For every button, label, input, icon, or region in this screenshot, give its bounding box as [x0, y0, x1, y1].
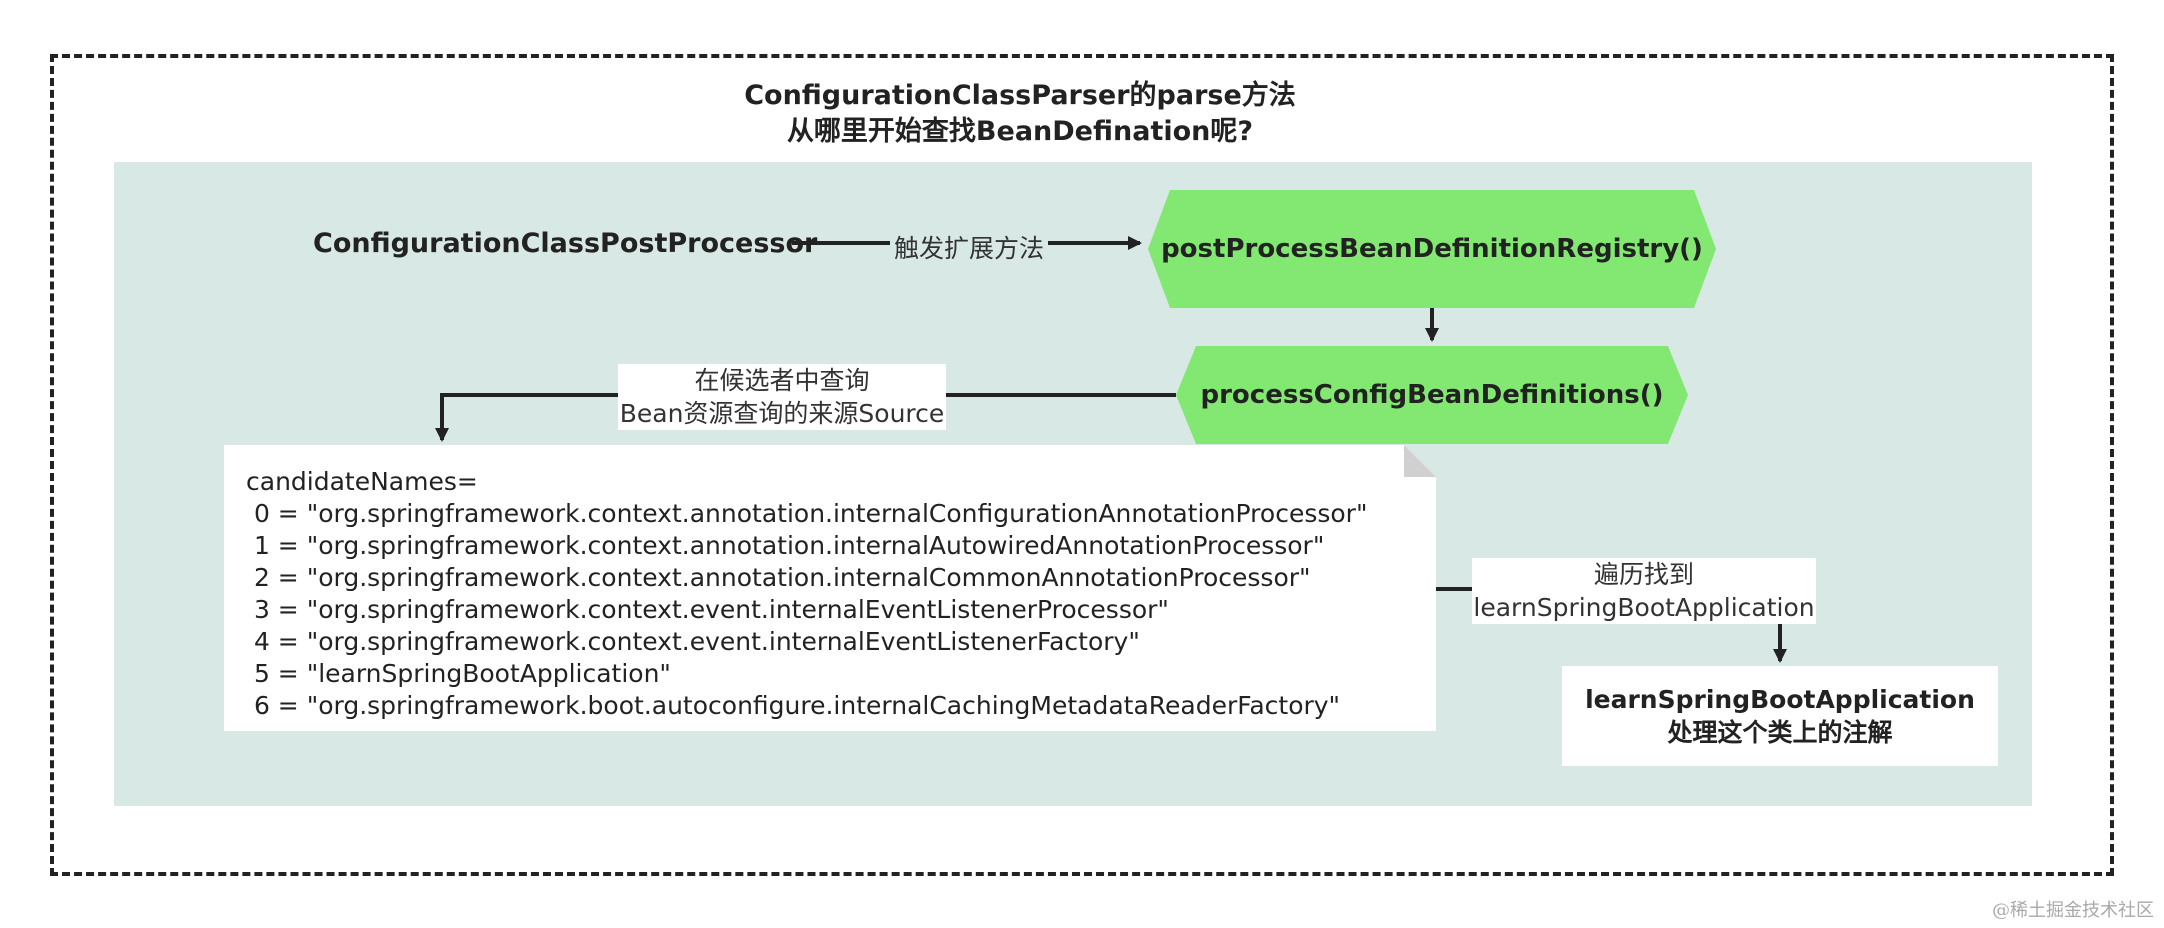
iterate-edge-label-line-2: learnSpringBootApplication — [1473, 593, 1815, 622]
query-edge-label-line-2: Bean资源查询的来源Source — [619, 399, 945, 428]
note-line: 3 = "org.springframework.context.event.i… — [246, 595, 1169, 624]
dashed-frame — [50, 54, 2114, 876]
note-line: 2 = "org.springframework.context.annotat… — [246, 563, 1311, 592]
title-line-1: ConfigurationClassParser的parse方法 — [744, 80, 1296, 111]
query-edge-label: 在候选者中查询 Bean资源查询的来源Source — [618, 364, 946, 430]
note-line: 6 = "org.springframework.boot.autoconfig… — [246, 691, 1341, 720]
note-line: 4 = "org.springframework.context.event.i… — [246, 627, 1140, 656]
result-line-2: 处理这个类上的注解 — [1667, 718, 1893, 747]
note-line: 0 = "org.springframework.context.annotat… — [246, 499, 1368, 528]
result-line-1: learnSpringBootApplication — [1585, 685, 1975, 714]
registry-method-node: postProcessBeanDefinitionRegistry() — [1148, 190, 1716, 308]
post-processor-label: ConfigurationClassPostProcessor — [313, 228, 818, 259]
result-node: learnSpringBootApplication 处理这个类上的注解 — [1562, 666, 1998, 766]
trigger-edge-label: 触发扩展方法 — [890, 232, 1049, 265]
watermark: @稀土掘金技术社区 — [1992, 900, 2154, 921]
iterate-edge-label: 遍历找到 learnSpringBootApplication — [1472, 558, 1816, 624]
candidate-names-text: candidateNames= 0 = "org.springframework… — [246, 466, 1367, 722]
query-edge-label-line-1: 在候选者中查询 — [694, 366, 870, 395]
iterate-edge-label-line-1: 遍历找到 — [1593, 560, 1694, 589]
candidate-names-note — [224, 445, 1436, 731]
note-line: 5 = "learnSpringBootApplication" — [246, 659, 671, 688]
note-header: candidateNames= — [246, 467, 478, 496]
note-line: 1 = "org.springframework.context.annotat… — [246, 531, 1325, 560]
process-method-node: processConfigBeanDefinitions() — [1176, 346, 1688, 444]
diagram-title: ConfigurationClassParser的parse方法 从哪里开始查找… — [600, 78, 1440, 150]
title-line-2: 从哪里开始查找BeanDefination呢? — [786, 116, 1254, 147]
